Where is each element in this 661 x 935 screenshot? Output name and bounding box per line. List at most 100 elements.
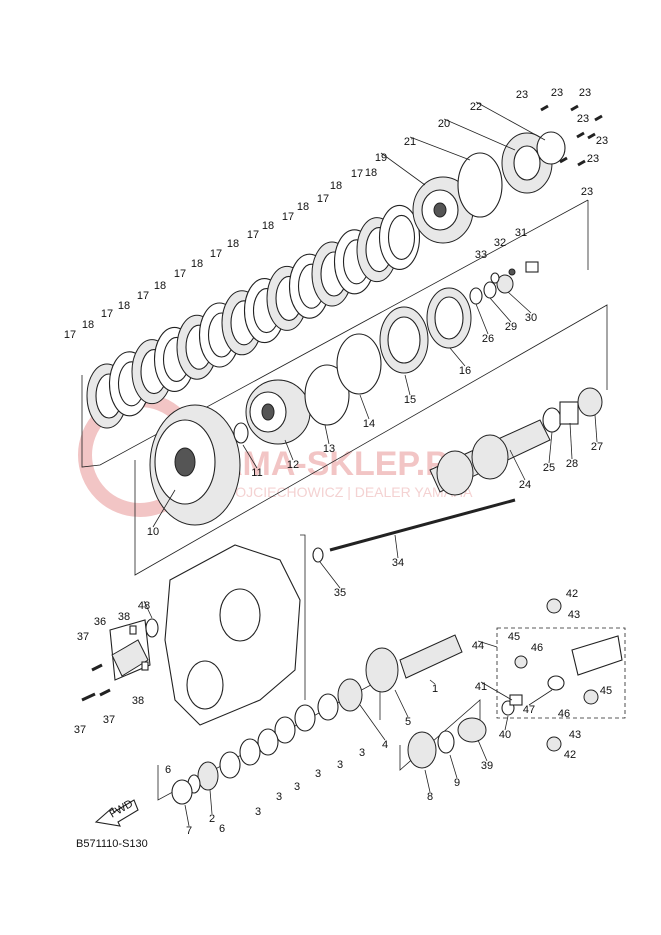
- callout-38: 38: [132, 695, 144, 707]
- bolt-23: [570, 104, 579, 112]
- callout-18: 18: [262, 220, 274, 232]
- leader-line: [324, 424, 330, 445]
- leader-line: [475, 303, 489, 335]
- callout-21: 21: [404, 136, 416, 148]
- callout-37: 37: [74, 724, 86, 736]
- leader-lines: [143, 101, 598, 827]
- yoke-44: [571, 635, 623, 676]
- leader-line: [504, 715, 509, 731]
- washer-3: [294, 704, 316, 732]
- clutch-plate-stack: [86, 204, 421, 429]
- leader-line: [477, 640, 498, 648]
- callout-3: 3: [276, 791, 282, 803]
- leader-line: [569, 422, 573, 460]
- callout-19: 19: [375, 152, 387, 164]
- fwd-arrow: FWD: [94, 798, 139, 827]
- callout-46: 46: [558, 708, 570, 720]
- callout-6: 6: [165, 764, 171, 776]
- callout-43: 43: [569, 729, 581, 741]
- washer-26: [469, 287, 483, 305]
- bearing-7: [171, 779, 193, 805]
- callout-45: 45: [508, 631, 520, 643]
- clutch-boss: [245, 379, 311, 445]
- callout-23: 23: [581, 186, 593, 198]
- clutch-housing: [149, 404, 241, 526]
- leader-line: [429, 679, 436, 685]
- callout-22: 22: [470, 101, 482, 113]
- bolt-23: [559, 156, 568, 164]
- callout-14: 14: [363, 418, 375, 430]
- callout-47: 47: [523, 704, 535, 716]
- bolt-23: [594, 114, 603, 122]
- leader-line: [409, 136, 471, 161]
- callout-18: 18: [154, 280, 166, 292]
- callout-3: 3: [294, 781, 300, 793]
- callout-18: 18: [365, 167, 377, 179]
- cap-42-bottom: [546, 736, 562, 752]
- shaft-24: [429, 419, 551, 496]
- clutch-plate-inner: [387, 214, 416, 260]
- callout-2: 2: [209, 813, 215, 825]
- callout-45: 45: [600, 685, 612, 697]
- ring-21: [457, 152, 503, 218]
- callout-7: 7: [186, 825, 192, 837]
- callout-48: 48: [138, 600, 150, 612]
- diagram-code: B571110-S130: [76, 838, 148, 850]
- washer-3: [257, 728, 279, 756]
- leader-line: [209, 789, 213, 815]
- gasket-48: [145, 618, 159, 638]
- callout-25: 25: [543, 462, 555, 474]
- callout-1: 1: [432, 683, 438, 695]
- callout-18: 18: [227, 238, 239, 250]
- clutch-assembly-frame: [134, 304, 608, 576]
- washer-11: [233, 422, 249, 444]
- callout-18: 18: [297, 201, 309, 213]
- leader-line: [404, 374, 411, 396]
- callout-46: 46: [531, 642, 543, 654]
- callout-5: 5: [405, 716, 411, 728]
- callout-labels: 1233333345667891011121314151617171717171…: [64, 87, 612, 837]
- callout-38: 38: [118, 611, 130, 623]
- leader-line: [594, 414, 598, 443]
- callout-17: 17: [317, 193, 329, 205]
- leader-line: [480, 681, 513, 701]
- leader-line: [143, 600, 153, 619]
- callout-41: 41: [475, 681, 487, 693]
- callout-12: 12: [287, 459, 299, 471]
- leader-line: [152, 489, 176, 528]
- leader-line: [449, 347, 466, 367]
- bolt-31: [525, 261, 539, 273]
- callout-17: 17: [174, 268, 186, 280]
- ring-13: [304, 364, 350, 426]
- shaft-1: [365, 634, 463, 693]
- leader-line: [284, 439, 294, 461]
- callout-33: 33: [475, 249, 487, 261]
- callout-17: 17: [101, 308, 113, 320]
- case-frame: [300, 534, 306, 700]
- leader-line: [475, 101, 546, 141]
- bolt-37-a: [91, 663, 103, 672]
- callout-43: 43: [568, 609, 580, 621]
- bolt-37-b: [81, 692, 96, 702]
- watermark-subtitle: WOJCIECHOWICZ | DEALER YAMAHA: [222, 484, 473, 500]
- callout-17: 17: [210, 248, 222, 260]
- callout-28: 28: [566, 458, 578, 470]
- callout-13: 13: [323, 443, 335, 455]
- leader-line: [489, 297, 512, 323]
- callout-36: 36: [94, 616, 106, 628]
- yoke-39: [457, 717, 487, 743]
- callout-10: 10: [147, 526, 159, 538]
- bolt-37-c: [99, 688, 111, 697]
- pin-38-b: [141, 661, 149, 671]
- gear-5: [365, 647, 399, 693]
- callout-23: 23: [587, 153, 599, 165]
- callout-17: 17: [137, 290, 149, 302]
- callout-18: 18: [330, 180, 342, 192]
- bolt-23: [577, 159, 586, 167]
- leader-line: [528, 689, 553, 706]
- retainer-22: [536, 131, 566, 165]
- washer-3: [239, 738, 261, 766]
- leader-line: [394, 534, 399, 559]
